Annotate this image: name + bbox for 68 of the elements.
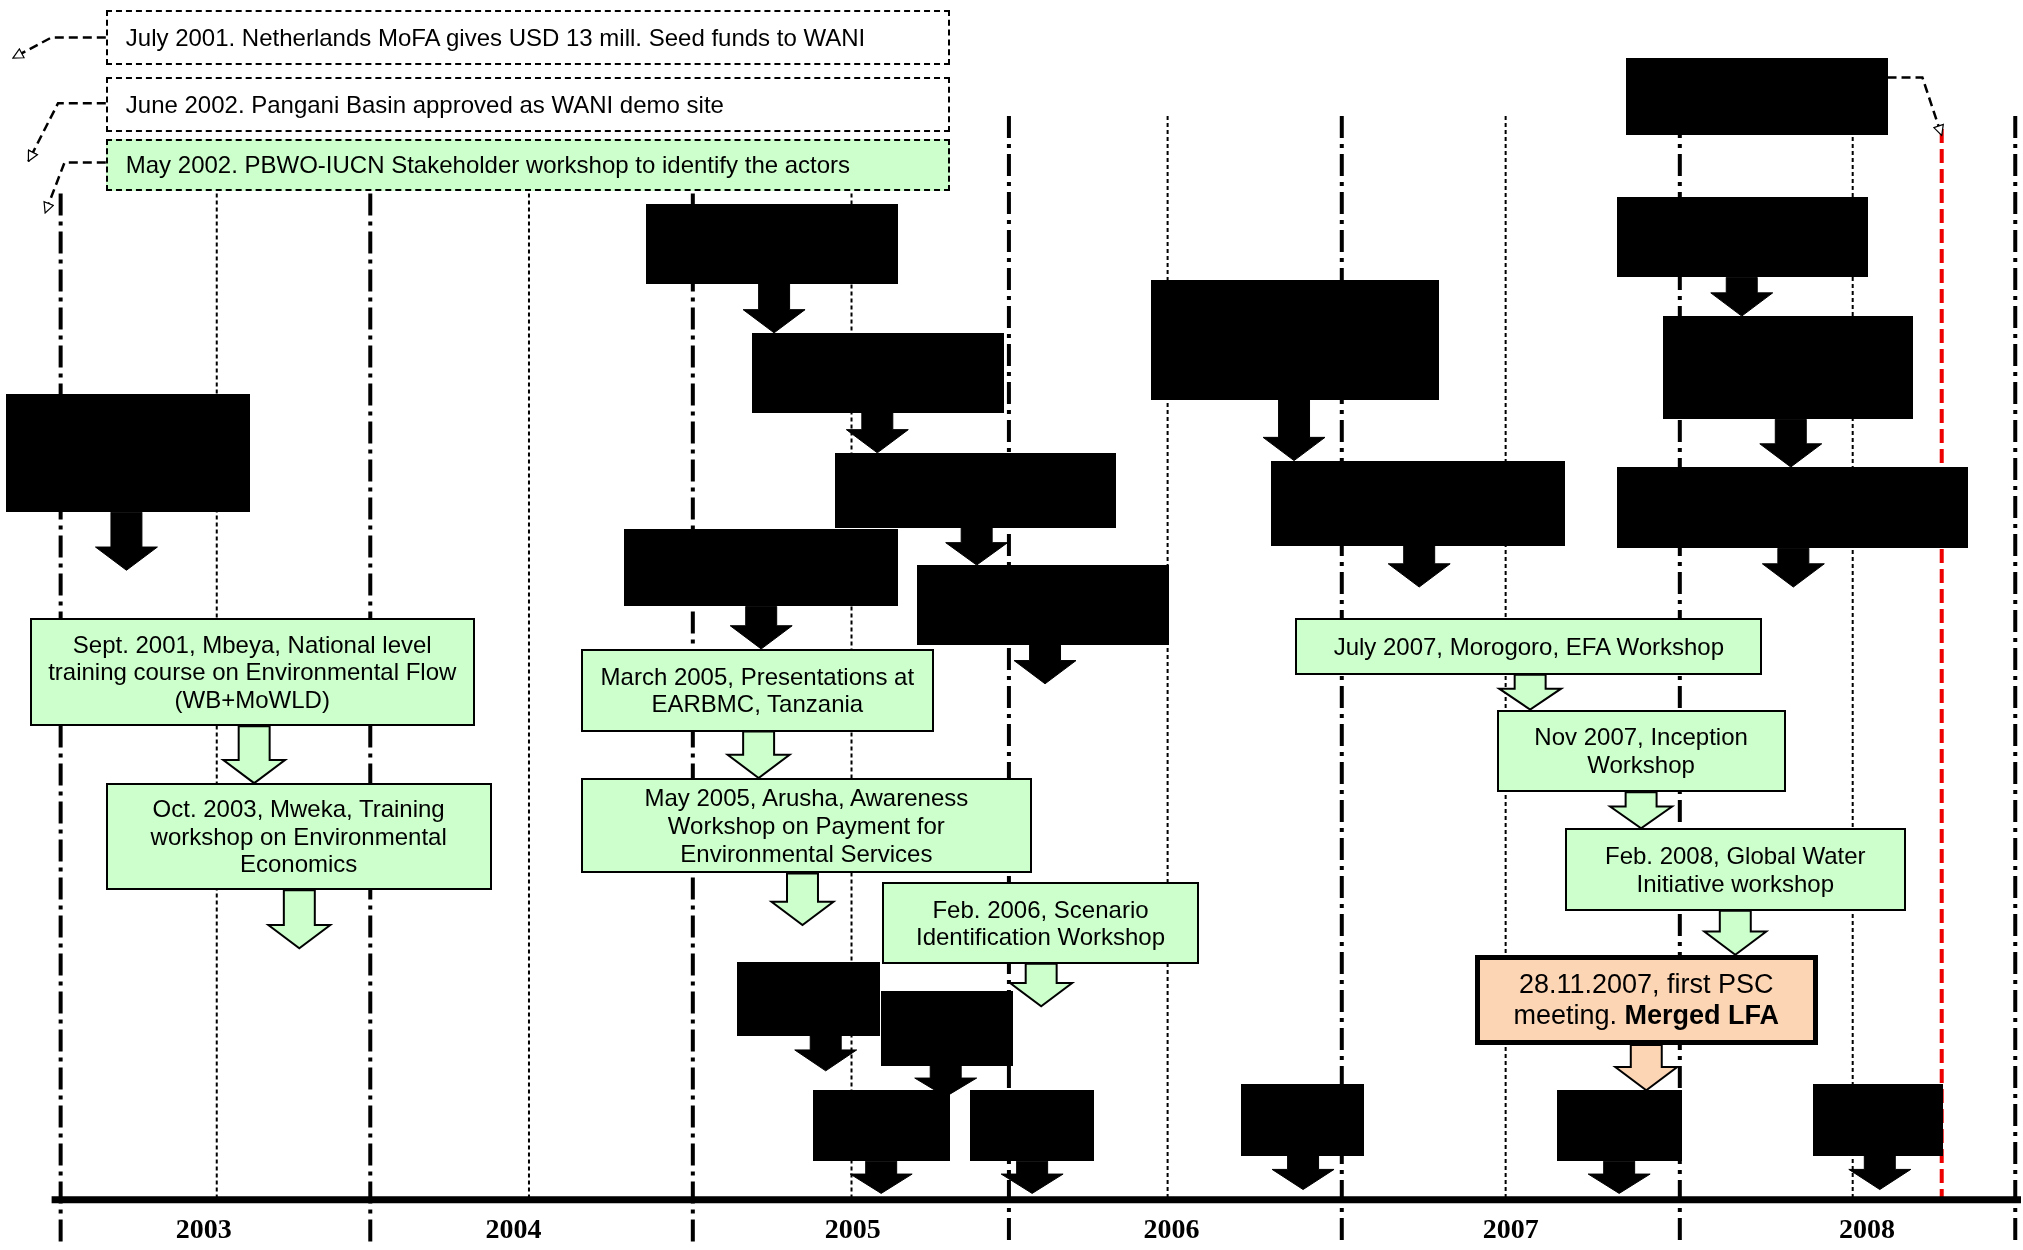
- filled-box: [1270, 460, 1565, 546]
- year-label: 2007: [1482, 1212, 1539, 1245]
- filled-box: [1241, 1083, 1364, 1156]
- event-box: Feb. 2006, Scenario Identification Workshop: [882, 882, 1199, 964]
- block-arrow: [1495, 673, 1565, 711]
- block-arrow: [945, 527, 1009, 566]
- block-arrow: [1612, 1044, 1681, 1092]
- block-arrow: [1000, 1160, 1064, 1194]
- block-arrow: [1848, 1155, 1912, 1191]
- year-label: 2006: [1143, 1212, 1200, 1245]
- block-arrow: [1013, 644, 1077, 685]
- block-arrow: [729, 605, 793, 650]
- filled-box: [834, 452, 1116, 528]
- block-arrow: [1387, 545, 1451, 588]
- dashed-arrow: [1887, 76, 1944, 137]
- block-arrow: [265, 889, 334, 950]
- year-label: 2003: [175, 1212, 232, 1245]
- filled-box: [1812, 1083, 1943, 1156]
- filled-box: [1150, 279, 1439, 400]
- event-box: July 2007, Morogoro, EFA Workshop: [1295, 618, 1763, 675]
- event-box: March 2005, Presentations at EARBMC, Tanzania: [580, 648, 935, 732]
- filled-box: [6, 393, 251, 513]
- event-box: May 2005, Arusha, Awareness Workshop on Payment for Environmental Services: [580, 777, 1033, 874]
- event-box: Nov 2007, Inception Workshop: [1496, 709, 1786, 793]
- dashed-arrow: [43, 161, 106, 214]
- filled-box: [1663, 316, 1914, 420]
- filled-box: [970, 1090, 1095, 1162]
- block-arrow: [1606, 791, 1676, 830]
- filled-box: [881, 990, 1013, 1066]
- filled-box: [646, 203, 898, 284]
- block-arrow: [742, 283, 806, 334]
- event-box: Sept. 2001, Mbeya, National level training course on Environmental Flow (WB+MoWLD): [29, 618, 475, 727]
- filled-box: [917, 565, 1169, 646]
- block-arrow: [1710, 276, 1774, 317]
- year-label: 2005: [824, 1212, 881, 1245]
- block-arrow: [1271, 1155, 1335, 1191]
- filled-box: [736, 962, 880, 1036]
- filled-box: [1616, 467, 1968, 549]
- filled-box: [812, 1090, 950, 1162]
- block-arrow: [768, 872, 837, 927]
- event-box: 28.11.2007, first PSC meeting. Merged LFA: [1474, 954, 1818, 1046]
- block-arrow: [724, 730, 793, 780]
- block-arrow: [1007, 962, 1076, 1008]
- event-box: Oct. 2003, Mweka, Training workshop on Environmental Economics: [105, 783, 492, 891]
- dashed-arrow: [12, 36, 106, 60]
- filled-box: [1616, 197, 1869, 278]
- block-arrow: [1262, 399, 1326, 462]
- event-box: June 2002. Pangani Basin approved as WANI demo site: [105, 77, 950, 132]
- block-arrow: [794, 1035, 858, 1072]
- block-arrow: [849, 1160, 913, 1194]
- dashed-arrow: [27, 101, 106, 162]
- filled-box: [1625, 58, 1888, 136]
- filled-box: [1557, 1090, 1683, 1162]
- block-arrow: [914, 1065, 978, 1098]
- block-arrow: [1761, 547, 1825, 588]
- block-arrow: [94, 511, 158, 571]
- event-box: Feb. 2008, Global Water Initiative workshop: [1565, 828, 1906, 911]
- block-arrow: [1587, 1160, 1651, 1194]
- block-arrow: [1759, 418, 1823, 468]
- filled-box: [752, 332, 1004, 413]
- block-arrow: [1701, 909, 1770, 956]
- filled-box: [624, 528, 898, 607]
- event-box: July 2001. Netherlands MoFA gives USD 13 mill. Seed funds to WANI: [105, 10, 950, 65]
- block-arrow: [845, 412, 909, 454]
- year-label: 2008: [1838, 1212, 1895, 1245]
- year-label: 2004: [485, 1212, 542, 1245]
- block-arrow: [220, 725, 289, 785]
- event-box: May 2002. PBWO-IUCN Stakeholder workshop to identify the actors: [105, 139, 950, 191]
